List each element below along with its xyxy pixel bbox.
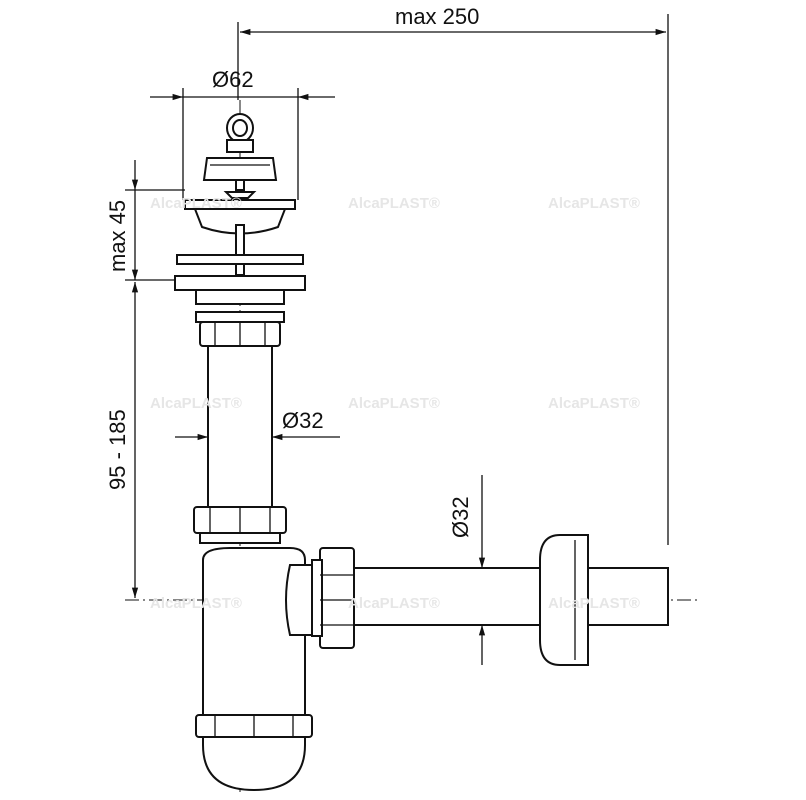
dimension-diameter-62: Ø62 (150, 67, 335, 200)
label-diameter-62: Ø62 (212, 67, 254, 92)
dimension-outlet-diameter-32: Ø32 (448, 475, 486, 665)
watermark: AlcaPLAST® (548, 195, 640, 212)
dimension-tube-diameter-32: Ø32 (175, 408, 340, 441)
watermark: AlcaPLAST® (150, 595, 242, 612)
drain-plug (202, 113, 278, 199)
label-height-range: 95 - 185 (105, 409, 130, 490)
label-max-250: max 250 (395, 4, 479, 29)
watermark: AlcaPLAST® (548, 395, 640, 412)
label-outlet-diameter-32: Ø32 (448, 496, 473, 538)
bottle-trap (195, 547, 321, 792)
watermark: AlcaPLAST® (348, 395, 440, 412)
label-tube-diameter-32: Ø32 (282, 408, 324, 433)
watermark: AlcaPLAST® (348, 195, 440, 212)
watermark: AlcaPLAST® (348, 595, 440, 612)
dimension-max-45: max 45 (105, 160, 185, 281)
dimension-height-range: 95 - 185 (105, 282, 139, 598)
watermark: AlcaPLAST® (150, 395, 242, 412)
dimension-max-250: max 250 (237, 4, 669, 545)
watermarks: AlcaPLAST® AlcaPLAST® AlcaPLAST® AlcaPLA… (150, 195, 640, 612)
label-max-45: max 45 (105, 200, 130, 272)
outlet-pipe (311, 534, 669, 666)
waste-flange (174, 199, 306, 305)
watermark: AlcaPLAST® (548, 595, 640, 612)
watermark: AlcaPLAST® (150, 195, 242, 212)
vertical-tube (193, 311, 287, 544)
